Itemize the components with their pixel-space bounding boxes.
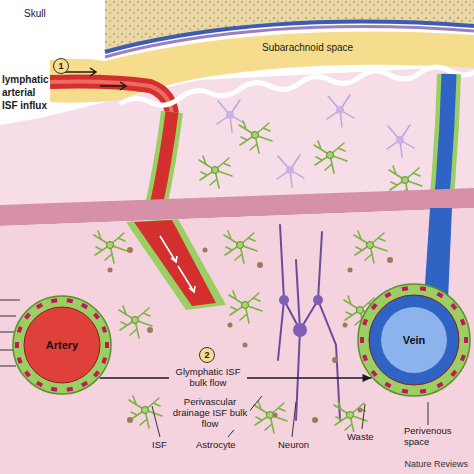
perivascular-sheath: [13, 296, 111, 394]
aquaporin-channel: [81, 381, 88, 387]
vessel-wall: [369, 295, 459, 385]
artery-circle: Artery: [12, 295, 112, 395]
aquaporin-channel: [51, 298, 58, 303]
aquaporin-channel: [371, 303, 378, 310]
aquaporin-channel: [105, 342, 109, 348]
aquaporin-channel: [67, 387, 74, 392]
aquaporin-channel: [36, 303, 43, 309]
pathway-label: ISF influx: [2, 100, 47, 112]
aquaporin-channel: [371, 370, 378, 377]
part-label: ISF: [150, 440, 169, 451]
callout-number: 1: [53, 58, 69, 74]
aquaporin-channel: [450, 303, 457, 310]
source-credit: Nature Reviews: [402, 459, 470, 469]
aquaporin-channel: [362, 319, 368, 326]
aquaporin-channel: [464, 337, 468, 343]
aquaporin-channel: [384, 292, 391, 298]
callout-number: 2: [199, 347, 215, 363]
pathway-label: Perivascular drainage ISF bulk flow: [170, 397, 250, 430]
aquaporin-channel: [15, 342, 19, 348]
part-label: Perivenous space: [402, 426, 464, 448]
aquaporin-channel: [450, 370, 457, 377]
vessel-label: Vein: [403, 334, 426, 346]
aquaporin-channel: [101, 326, 107, 333]
aquaporin-channel: [402, 389, 409, 394]
vessel-lumen: [381, 307, 447, 373]
aquaporin-channel: [51, 387, 58, 392]
aquaporin-channel: [420, 389, 427, 394]
aquaporin-channel: [460, 354, 466, 361]
aquaporin-channel: [17, 357, 23, 364]
pathway-label: arterial: [2, 87, 35, 99]
vessel-wall: [24, 307, 100, 383]
aquaporin-channel: [93, 312, 100, 319]
aquaporin-channel: [360, 337, 364, 343]
aquaporin-channel: [402, 286, 409, 291]
aquaporin-channel: [362, 354, 368, 361]
vein-circle: Vein: [357, 283, 471, 397]
aquaporin-channel: [17, 326, 23, 333]
edge-label: Glymphatic ISF bulk flow: [169, 366, 247, 390]
vessel-label: Artery: [46, 339, 78, 351]
aquaporin-channel: [420, 286, 427, 291]
perivascular-sheath: [358, 284, 470, 396]
aquaporin-channel: [36, 381, 43, 387]
part-label: Neuron: [276, 440, 311, 451]
aquaporin-channel: [384, 382, 391, 388]
part-label: Waste: [345, 432, 376, 443]
aquaporin-channel: [460, 319, 466, 326]
part-label: Astrocyte: [194, 440, 238, 451]
aquaporin-channel: [81, 303, 88, 309]
aquaporin-channel: [101, 357, 107, 364]
aquaporin-channel: [67, 298, 74, 303]
structure-label: Subarachnoid space: [262, 42, 353, 54]
aquaporin-channel: [436, 382, 443, 388]
aquaporin-channel: [93, 370, 100, 377]
pathway-label: lymphatic: [2, 74, 49, 86]
aquaporin-channel: [436, 292, 443, 298]
aquaporin-channel: [24, 370, 31, 377]
structure-label: Skull: [24, 8, 46, 20]
aquaporin-channel: [24, 312, 31, 319]
